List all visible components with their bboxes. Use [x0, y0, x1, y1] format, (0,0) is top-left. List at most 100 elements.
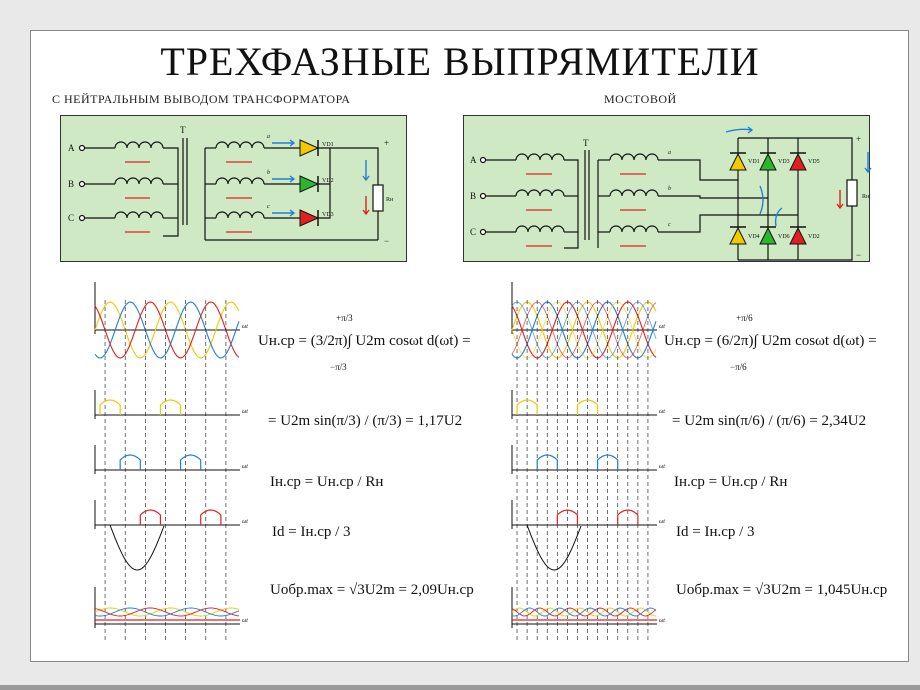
wave-left-current-pulse	[179, 454, 202, 470]
wave-left-current-pulse	[99, 399, 121, 415]
r-sec-c-label: c	[668, 222, 671, 228]
subtitle-neutral: С НЕЙТРАЛЬНЫМ ВЫВОДОМ ТРАНСФОРМАТОРА	[52, 92, 351, 106]
phase-b-label: B	[68, 179, 74, 189]
r-vd2-label: VD2	[808, 234, 820, 240]
wave-left-phase-wave	[94, 301, 240, 359]
formula-left-average-voltage: Uн.ср = (3/2π)∫ U2m cosωt d(ωt) =	[258, 333, 471, 349]
formula-right-current: Iн.ср = Uн.ср / Rн	[674, 474, 788, 490]
formula-right-upper-limit: +π/6	[736, 313, 753, 323]
wave-left-ripple-wave	[94, 607, 240, 617]
bridge-vd3-icon	[759, 152, 777, 171]
sec-c-label: c	[267, 204, 270, 210]
formula-right-average-voltage: Uн.ср = (6/2π)∫ U2m cosωt d(ωt) =	[664, 333, 877, 349]
wave-left-current-pulse	[159, 399, 182, 415]
phase-c-label: C	[68, 213, 74, 223]
wave-right-phase-wave	[511, 301, 657, 359]
formula-right-diode-current: Id = Iн.ср / 3	[676, 524, 755, 540]
r-phase-a-label: A	[470, 155, 477, 165]
left-circuit: A B C	[68, 125, 394, 246]
wave-left-phase-wave	[94, 301, 240, 359]
wave-right-row2-axis-label: ωt	[659, 519, 665, 525]
waveforms-neutral: ωt ωt ωt ωt ωt	[94, 282, 248, 640]
wave-right-phase-wave-inv	[511, 301, 657, 359]
wave-left-ripple-wave	[94, 607, 240, 617]
wave-right-phase-axis-label: ωt	[659, 324, 665, 330]
minus-terminal: −	[384, 236, 389, 246]
r-phase-b-label: B	[470, 191, 476, 201]
r-sec-a-label: a	[668, 150, 671, 156]
vd1-label: VD1	[322, 142, 334, 148]
wave-left-phase-axis-label: ωt	[242, 324, 248, 330]
r-vd5-label: VD5	[808, 159, 820, 165]
right-circuit: A B C	[470, 126, 872, 261]
wave-left-row2-axis-label: ωt	[242, 519, 248, 525]
diode-vd2-icon	[299, 175, 320, 193]
r-phase-c-label: C	[470, 227, 476, 237]
load-label: Rн	[386, 197, 394, 203]
wave-right-row1-axis-label: ωt	[659, 464, 665, 470]
wave-left-reverse-voltage-curve	[109, 524, 165, 571]
bridge-vd4-icon	[729, 226, 747, 245]
r-vd4-label: VD4	[748, 234, 760, 240]
formula-right-result: = U2m sin(π/6) / (π/6) = 2,34U2	[672, 413, 867, 429]
wave-right-ripple-wave	[511, 607, 657, 617]
wave-right-ripple-axis-label: ωt	[659, 618, 665, 624]
bridge-vd6-icon	[759, 226, 777, 245]
poster-title: ТРЕХФАЗНЫЕ ВЫПРЯМИТЕЛИ	[160, 39, 760, 84]
formula-left-current: Iн.ср = Uн.ср / Rн	[270, 474, 384, 490]
wave-right-current-pulse	[556, 509, 579, 525]
wave-right-phase-wave-inv	[511, 301, 657, 359]
r-vd1-label: VD1	[748, 159, 760, 165]
wave-right-ripple-wave	[511, 607, 657, 617]
wave-right-phase-wave	[511, 301, 657, 359]
circuit-neutral-panel	[60, 115, 407, 262]
wave-left-row0-axis-label: ωt	[242, 409, 248, 415]
wave-left-ripple-axis-label: ωt	[242, 618, 248, 624]
plus-terminal: +	[384, 138, 389, 148]
wave-right-phase-wave	[511, 301, 657, 359]
r-vd6-label: VD6	[778, 234, 790, 240]
formula-right-lower-limit: −π/6	[730, 362, 747, 372]
phase-a-label: A	[68, 143, 75, 153]
bridge-vd2-icon	[789, 226, 807, 245]
wave-right-row0-axis-label: ωt	[659, 409, 665, 415]
r-plus-terminal: +	[856, 134, 861, 144]
sec-b-label: b	[267, 170, 270, 176]
transformer-label: T	[180, 125, 186, 135]
wave-right-reverse-voltage-curve	[526, 524, 582, 571]
wave-right-current-pulse	[576, 399, 599, 415]
wave-right-current-pulse	[516, 399, 538, 415]
diode-vd3-icon	[299, 209, 320, 227]
wave-right-phase-wave-inv	[511, 301, 657, 359]
r-transformer-label: T	[583, 138, 589, 148]
wave-left-ripple-wave	[94, 607, 240, 617]
formula-left-reverse-voltage: Uобр.max = √3U2m = 2,09Uн.ср	[270, 582, 474, 598]
wave-left-current-pulse	[119, 454, 141, 470]
wave-left-current-pulse	[139, 509, 162, 525]
wave-right-current-pulse	[536, 454, 558, 470]
formula-right-reverse-voltage: Uобр.max = √3U2m = 1,045Uн.ср	[676, 582, 888, 598]
r-load-label: Rн	[862, 194, 870, 200]
wave-left-current-pulse	[200, 509, 222, 525]
waveforms-bridge: ωt ωt ωt ωt ωt	[511, 282, 665, 640]
bridge-vd5-icon	[789, 152, 807, 171]
subtitle-bridge: МОСТОВОЙ	[604, 92, 677, 106]
vd2-label: VD2	[322, 178, 334, 184]
formula-left-diode-current: Id = Iн.ср / 3	[272, 524, 351, 540]
wave-right-current-pulse	[617, 509, 639, 525]
wave-left-row1-axis-label: ωt	[242, 464, 248, 470]
wave-left-phase-wave	[94, 301, 240, 359]
r-minus-terminal: −	[856, 250, 861, 260]
wave-right-current-pulse	[596, 454, 619, 470]
formula-left-upper-limit: +π/3	[336, 313, 353, 323]
bridge-vd1-icon	[729, 152, 747, 171]
diode-vd1-icon	[299, 139, 320, 157]
formula-left-result: = U2m sin(π/3) / (π/3) = 1,17U2	[268, 413, 463, 429]
footer-bar	[0, 685, 920, 690]
formula-left-lower-limit: −π/3	[330, 362, 347, 372]
sec-a-label: a	[267, 134, 270, 140]
vd3-label: VD3	[322, 212, 334, 218]
r-vd3-label: VD3	[778, 159, 790, 165]
r-sec-b-label: b	[668, 186, 671, 192]
